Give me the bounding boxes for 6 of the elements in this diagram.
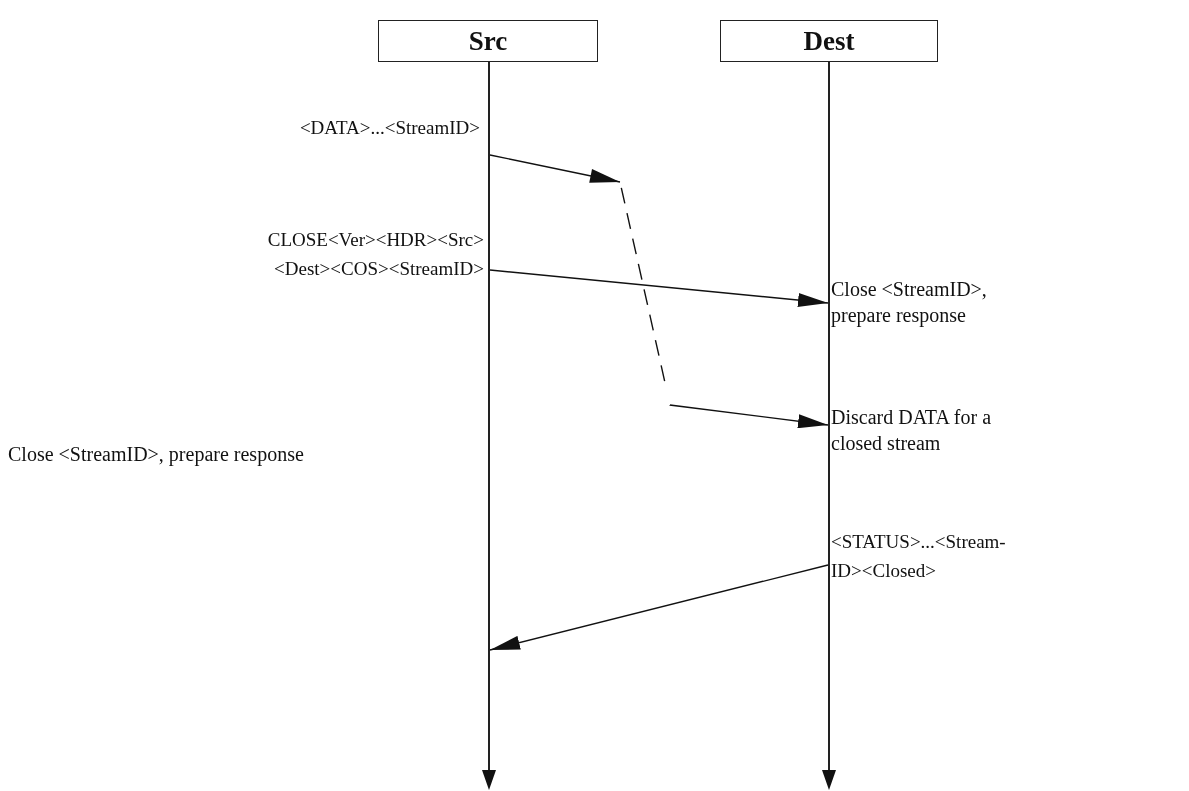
participant-box bbox=[720, 20, 938, 62]
participant-name: Dest bbox=[803, 25, 855, 57]
participant-box bbox=[378, 20, 598, 62]
lifeline bbox=[828, 62, 830, 770]
participant-name: Src bbox=[468, 25, 508, 57]
lifeline bbox=[488, 62, 490, 770]
